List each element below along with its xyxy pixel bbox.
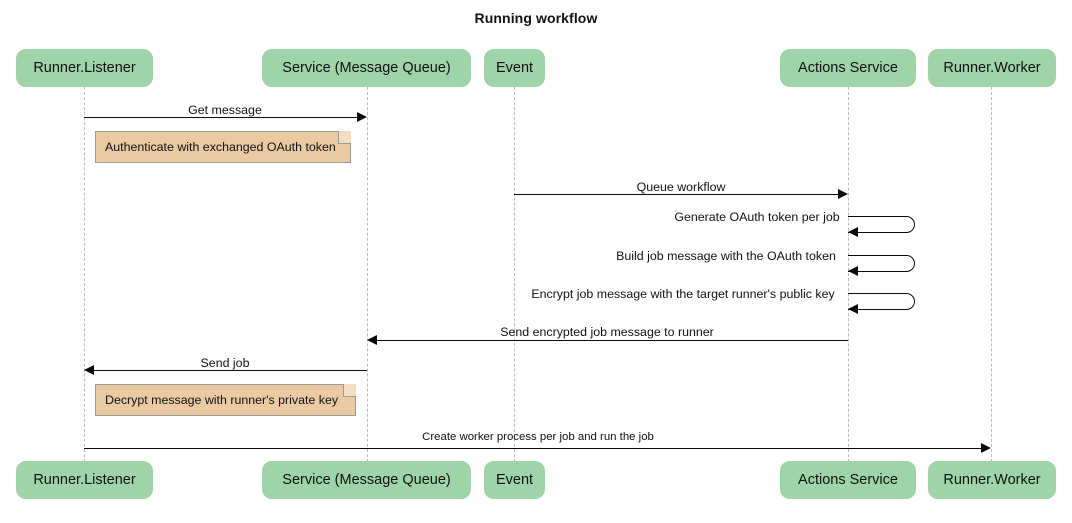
message-arrowhead-generate-oauth-token (848, 227, 858, 237)
message-label-queue-workflow: Queue workflow (636, 180, 726, 194)
participant-actions-service-top[interactable]: Actions Service (780, 49, 916, 87)
message-label-get-message: Get message (188, 103, 262, 117)
message-loop-encrypt-job-message (848, 293, 915, 310)
participant-actions-service-bottom[interactable]: Actions Service (780, 461, 916, 499)
participant-runner-listener-bottom[interactable]: Runner.Listener (16, 461, 153, 499)
participant-service-message-queue-bottom[interactable]: Service (Message Queue) (262, 461, 471, 499)
participant-runner-listener-top[interactable]: Runner.Listener (16, 49, 153, 87)
message-arrowhead-build-job-message (848, 266, 858, 276)
lifeline-event (514, 87, 515, 462)
message-arrowhead-queue-workflow (838, 189, 848, 199)
message-line-create-worker-process (84, 448, 981, 449)
note-fold-icon (343, 384, 356, 397)
message-loop-generate-oauth-token (848, 216, 915, 233)
message-arrowhead-create-worker-process (981, 443, 991, 453)
participant-event-top[interactable]: Event (484, 49, 545, 87)
message-arrowhead-get-message (357, 112, 367, 122)
message-line-send-job (94, 370, 367, 371)
lifeline-runner-worker (991, 87, 992, 462)
participant-service-message-queue-top[interactable]: Service (Message Queue) (262, 49, 471, 87)
note-label: Decrypt message with runner's private ke… (105, 393, 339, 407)
participant-runner-worker-top[interactable]: Runner.Worker (928, 49, 1056, 87)
note-decrypt: Decrypt message with runner's private ke… (95, 384, 356, 416)
message-label-send-job: Send job (200, 356, 250, 370)
page-title: Running workflow (474, 10, 598, 26)
lifeline-runner-listener (84, 87, 85, 462)
note-label: Authenticate with exchanged OAuth token (105, 140, 336, 154)
message-line-get-message (84, 117, 357, 118)
lifeline-service-message-queue (367, 87, 368, 462)
participant-label: Event (495, 472, 534, 488)
note-fold-icon (338, 131, 351, 144)
message-label-create-worker-process: Create worker process per job and run th… (422, 431, 654, 443)
message-loop-build-job-message (848, 255, 915, 272)
participant-label: Event (495, 60, 534, 76)
message-label-build-job-message: Build job message with the OAuth token (616, 249, 836, 263)
participant-label: Service (Message Queue) (282, 60, 451, 76)
participant-label: Runner.Worker (943, 60, 1041, 76)
participant-runner-worker-bottom[interactable]: Runner.Worker (928, 461, 1056, 499)
participant-label: Actions Service (798, 472, 898, 488)
participant-label: Runner.Listener (33, 60, 136, 76)
participant-label: Runner.Listener (33, 472, 136, 488)
message-line-queue-workflow (514, 194, 838, 195)
message-label-generate-oauth-token: Generate OAuth token per job (674, 210, 840, 224)
message-arrowhead-send-encrypted-job-message (367, 335, 377, 345)
message-label-encrypt-job-message: Encrypt job message with the target runn… (531, 287, 835, 301)
message-line-send-encrypted-job-message (377, 340, 848, 341)
participant-label: Service (Message Queue) (282, 472, 451, 488)
message-arrowhead-encrypt-job-message (848, 304, 858, 314)
participant-event-bottom[interactable]: Event (484, 461, 545, 499)
note-authenticate: Authenticate with exchanged OAuth token (95, 131, 351, 163)
message-label-send-encrypted-job-message: Send encrypted job message to runner (500, 325, 714, 339)
message-arrowhead-send-job (84, 365, 94, 375)
participant-label: Actions Service (798, 60, 898, 76)
participant-label: Runner.Worker (943, 472, 1041, 488)
